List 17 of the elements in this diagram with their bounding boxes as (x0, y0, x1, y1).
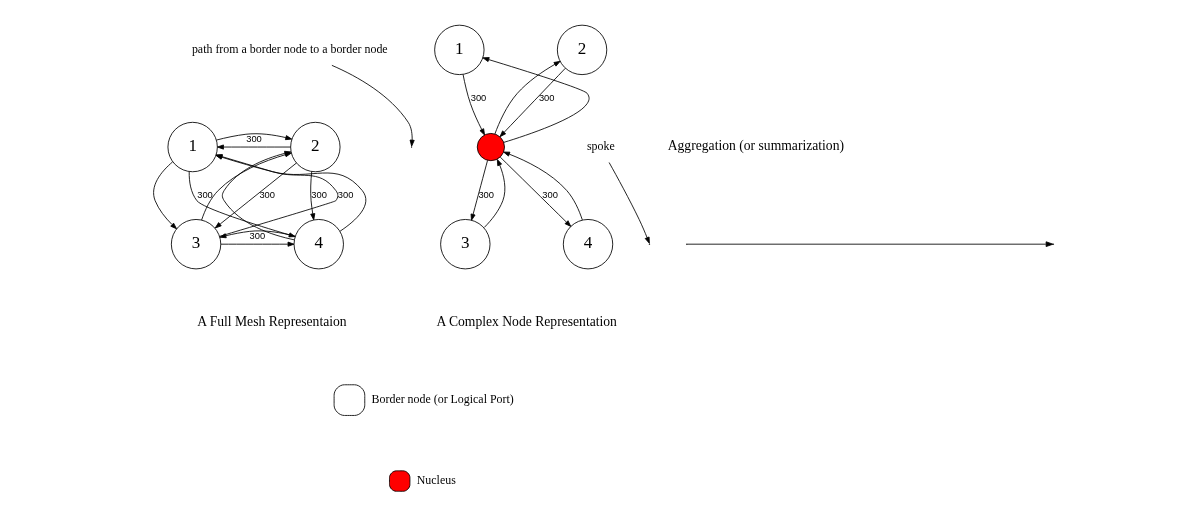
edge-label: 300 (541, 189, 558, 200)
label: A Complex Node Representation (435, 313, 617, 329)
edge-label: 300 (196, 189, 213, 200)
label: Aggregation (or summarization) (667, 138, 844, 154)
edge-label: 300 (310, 189, 327, 200)
node-text: spoke (586, 139, 615, 154)
legend-label: Border node (or Logical Port) (371, 392, 514, 407)
edge-label: 300 (245, 133, 262, 144)
edge-label: 300 (477, 189, 494, 200)
edge-label: 300 (249, 230, 265, 241)
label: A Full Mesh Representaion (196, 313, 347, 329)
legend-label: Nucleus (416, 473, 456, 488)
edge-label: 300 (337, 189, 353, 200)
edge-label: 300 (470, 92, 486, 103)
edge-label: 300 (258, 189, 275, 200)
edge-label: 300 (538, 92, 555, 103)
node-text: path from a border node to a border node (191, 42, 388, 57)
